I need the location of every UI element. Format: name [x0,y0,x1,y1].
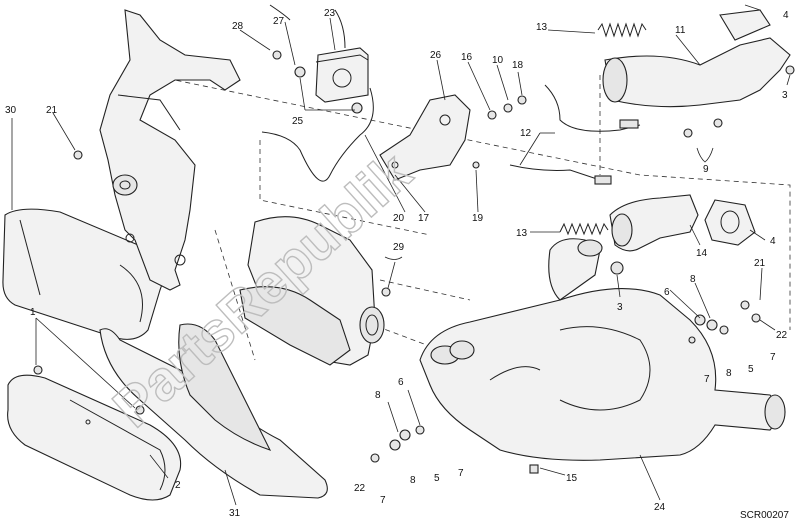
callout-24: 24 [654,502,666,513]
callout-6: 6 [398,377,404,388]
callout-6: 6 [664,287,670,298]
callout-7: 7 [704,374,710,385]
callout-11: 11 [675,25,686,36]
callout-28: 28 [232,21,244,32]
callout-13: 13 [536,22,548,33]
callout-20: 20 [393,213,405,224]
callout-21: 21 [46,105,58,116]
spring-13-upper[interactable] [597,22,647,38]
callout-23: 23 [324,8,336,19]
diagram-code: SCR00207 [740,510,789,521]
callout-15: 15 [566,473,578,484]
bracket-26[interactable] [379,94,471,181]
heat-shield-31[interactable] [99,323,328,499]
callout-27: 27 [273,16,285,27]
callout-29: 29 [393,242,405,253]
callout-3: 3 [782,90,788,101]
callout-8: 8 [375,390,381,401]
callout-17: 17 [418,213,430,224]
control-cable-20[interactable] [261,87,374,182]
callout-16: 16 [461,52,473,63]
center-box[interactable] [239,216,385,366]
callout-5: 5 [434,473,440,484]
callout-7: 7 [458,468,464,479]
leader-lines [11,4,791,506]
callout-18: 18 [512,60,524,71]
callout-10: 10 [492,55,504,66]
callout-30: 30 [5,105,17,116]
callout-7: 7 [380,495,386,506]
callout-8: 8 [410,475,416,486]
assembly-guide-lines [149,74,791,361]
elbow-pipe-14[interactable] [609,194,756,252]
callout-19: 19 [472,213,484,224]
callout-8: 8 [690,274,696,285]
fasteners[interactable] [33,50,795,474]
callout-9: 9 [703,164,709,175]
callout-12: 12 [520,128,532,139]
exhaust-valve-actuator-23[interactable] [269,4,369,103]
frame-bracket [99,9,241,291]
callout-26: 26 [430,50,442,61]
callout-5: 5 [748,364,754,375]
callout-4: 4 [770,236,776,247]
callout-13: 13 [516,228,528,239]
callout-4: 4 [783,10,789,21]
silencer-24[interactable] [419,238,786,461]
spring-13-lower[interactable] [559,222,609,236]
callout-3: 3 [617,302,623,313]
callout-1: 1 [30,307,36,318]
callout-7: 7 [770,352,776,363]
callout-22: 22 [354,483,366,494]
header-pipe-11[interactable] [602,9,791,108]
callout-2: 2 [175,480,181,491]
callout-8: 8 [726,368,732,379]
callout-31: 31 [229,508,241,519]
lambda-sensor-12[interactable] [509,84,641,185]
heat-shield-left-30[interactable] [2,208,164,340]
callout-14: 14 [696,248,708,259]
callout-22: 22 [776,330,788,341]
heat-shield-lower-2[interactable] [7,374,182,501]
callout-25: 25 [292,116,304,127]
callout-labels: 1 2 3 3 4 4 5 5 6 6 7 7 7 7 8 8 8 8 9 10… [5,8,789,519]
callout-21: 21 [754,258,766,269]
